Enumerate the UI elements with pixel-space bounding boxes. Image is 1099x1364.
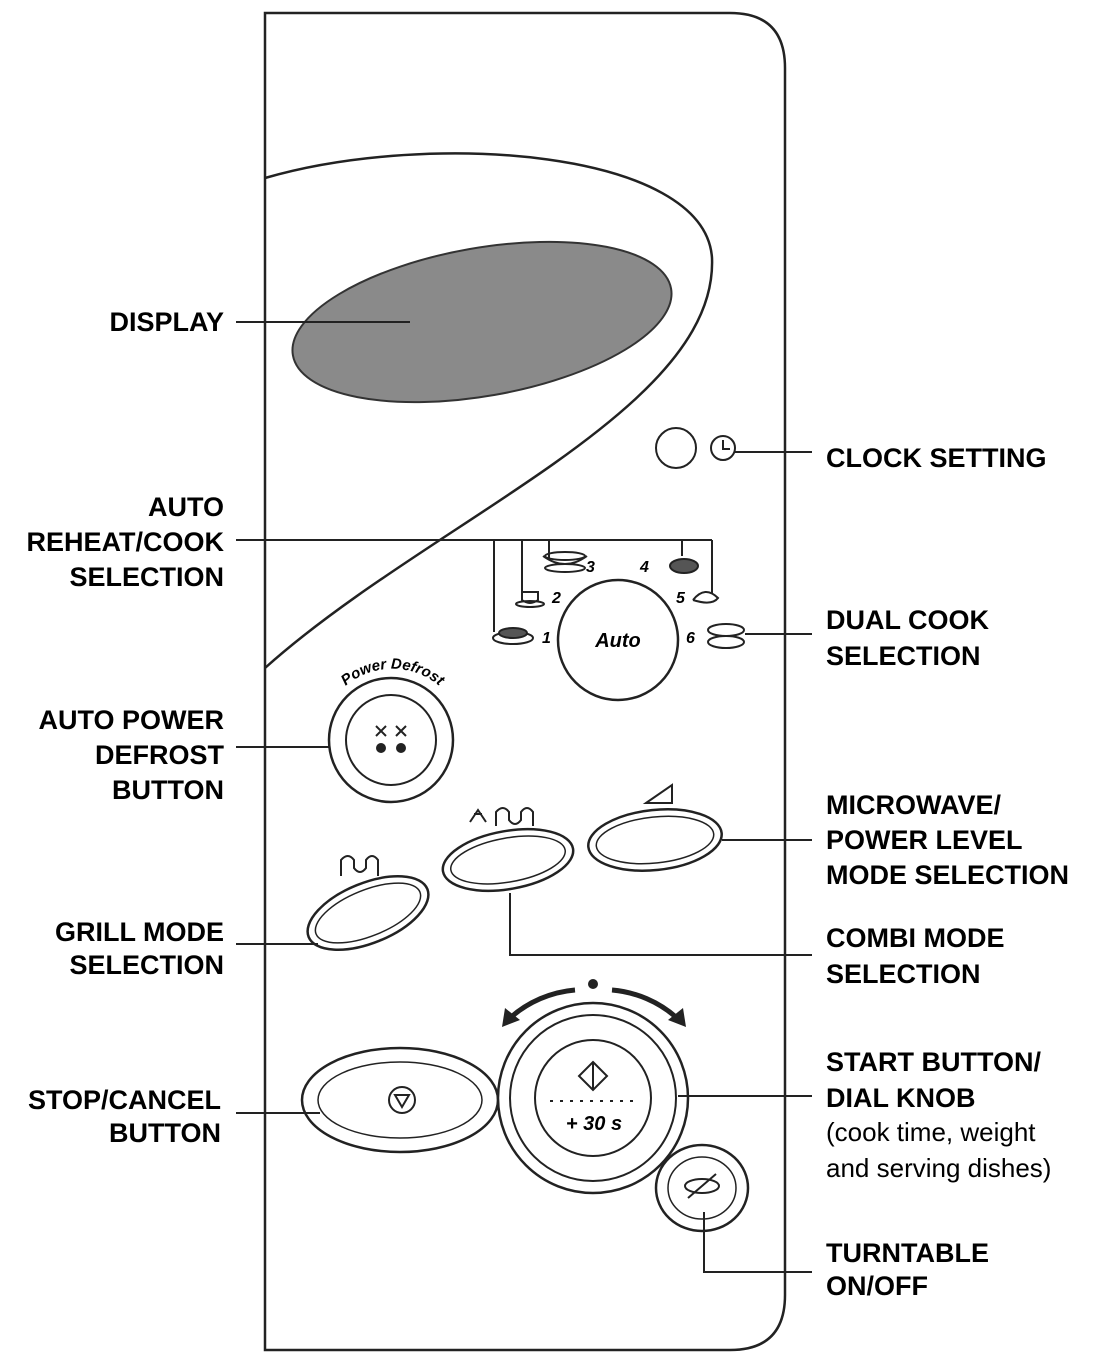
- stop-cancel-button[interactable]: [300, 1046, 500, 1154]
- label-auto-reheat-cook: AUTO REHEAT/COOK SELECTION: [26, 492, 224, 592]
- fish-icon: [692, 591, 720, 604]
- auto-knob[interactable]: [556, 578, 680, 702]
- leader-turntable: [703, 1212, 812, 1273]
- plus-30s-label: + 30 s: [566, 1113, 622, 1135]
- combi-mode-button[interactable]: [438, 820, 578, 900]
- clock-setting-button[interactable]: [655, 427, 697, 469]
- dial-arrow-left-icon: [502, 1008, 520, 1027]
- panel-swoosh: [264, 152, 714, 669]
- grill-mode-button-ring: [314, 882, 422, 944]
- auto-program-3: 3: [586, 559, 595, 576]
- turntable-button-ring: [667, 1156, 737, 1220]
- label-start-dial-note: (cook time, weight and serving dishes): [826, 1117, 1052, 1183]
- clock-icon: [710, 435, 736, 461]
- turntable-icon: [684, 1173, 720, 1199]
- auto-knob-label: Auto: [594, 630, 641, 652]
- stop-cancel-button-ring: [317, 1061, 483, 1139]
- label-microwave-power-level: MICROWAVE/ POWER LEVEL MODE SELECTION: [826, 790, 1070, 890]
- start-button[interactable]: [534, 1039, 652, 1157]
- leader-lines: [236, 321, 812, 1273]
- label-combi-mode: COMBI MODE SELECTION: [826, 923, 1005, 989]
- power-level-icon: [642, 783, 673, 804]
- bowl-icon: [542, 551, 588, 573]
- turntable-button[interactable]: [654, 1143, 750, 1233]
- chicken-icon: [669, 558, 699, 574]
- label-dual-cook: DUAL COOK SELECTION: [826, 605, 990, 671]
- combi-icon: [469, 807, 534, 826]
- label-start-dial: START BUTTON/ DIAL KNOB: [826, 1047, 1041, 1113]
- cup-icon: [515, 591, 545, 608]
- auto-program-4: 4: [639, 559, 649, 576]
- label-clock-setting: CLOCK SETTING: [826, 443, 1047, 473]
- power-defrost-button-inner: [345, 694, 437, 786]
- dial-rotation-arrows: [508, 987, 679, 1020]
- stop-icon: [388, 1086, 416, 1114]
- label-display: DISPLAY: [109, 307, 224, 337]
- microwave-power-level-button-ring: [595, 815, 715, 865]
- grill-mode-button[interactable]: [297, 861, 438, 965]
- label-auto-power-defrost: AUTO POWER DEFROST BUTTON: [38, 705, 224, 805]
- auto-program-2: 2: [551, 590, 561, 607]
- auto-program-5: 5: [676, 590, 686, 607]
- auto-program-icons: [492, 551, 745, 649]
- start-icon: [577, 1060, 609, 1092]
- leader-auto-reheat: [236, 539, 713, 632]
- combi-mode-button-ring: [450, 835, 566, 885]
- dial-indicator-dot: [588, 979, 598, 989]
- display-window: [291, 240, 673, 404]
- auto-program-1: 1: [542, 630, 551, 647]
- label-turntable: TURNTABLE ON/OFF: [826, 1238, 989, 1301]
- grill-icon: [340, 855, 379, 876]
- label-grill-mode: GRILL MODE SELECTION: [54, 917, 224, 980]
- dial-arrow-right-icon: [668, 1008, 686, 1027]
- label-stop-cancel: STOP/CANCEL BUTTON: [27, 1085, 221, 1148]
- dual-plate-icon: [707, 623, 745, 649]
- auto-program-6: 6: [686, 630, 695, 647]
- dial-knob-ring: [509, 1014, 677, 1182]
- snowflake-drops-icon: [375, 725, 407, 753]
- plate-icon: [492, 627, 534, 645]
- leader-combi: [509, 893, 812, 956]
